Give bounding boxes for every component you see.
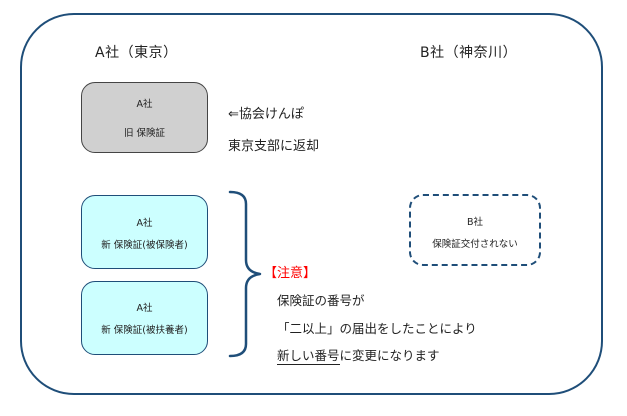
company-b-card-label: 保険証交付されない — [432, 239, 518, 250]
new-insured-company: A社 — [136, 218, 153, 229]
new-number-emphasis: 新しい番号 — [277, 348, 340, 365]
caution-line1: 保険証の番号が — [277, 293, 365, 308]
old-card-label: 旧 保険証 — [123, 128, 166, 139]
new-dependent-company: A社 — [136, 303, 153, 314]
heading-company-b: B社（神奈川） — [420, 45, 518, 61]
new-insured-card: A社 新 保険証(被保険者) — [81, 195, 208, 269]
new-dependent-label: 新 保険証(被扶養者) — [101, 325, 188, 336]
return-note-line2: 東京支部に返却 — [228, 139, 320, 154]
new-insured-label: 新 保険証(被保険者) — [101, 240, 188, 251]
new-dependent-card: A社 新 保険証(被扶養者) — [81, 281, 208, 355]
old-insurance-card: A社 旧 保険証 — [81, 82, 208, 153]
caution-line2: 「二以上」の届出をしたことにより — [277, 321, 477, 336]
company-b-card-company: B社 — [466, 217, 484, 228]
old-card-company: A社 — [136, 99, 153, 110]
diagram-frame — [20, 13, 603, 395]
grouping-brace — [228, 190, 262, 358]
caution-line3: 新しい番号に変更になります — [277, 345, 440, 365]
heading-company-a: A社（東京） — [95, 45, 178, 61]
company-b-card: B社 保険証交付されない — [409, 194, 541, 266]
caution-title: 【注意】 — [264, 266, 317, 281]
caution-line3-rest: に変更になります — [339, 348, 440, 363]
return-note-line1: ⇐協会けんぽ — [228, 107, 304, 122]
